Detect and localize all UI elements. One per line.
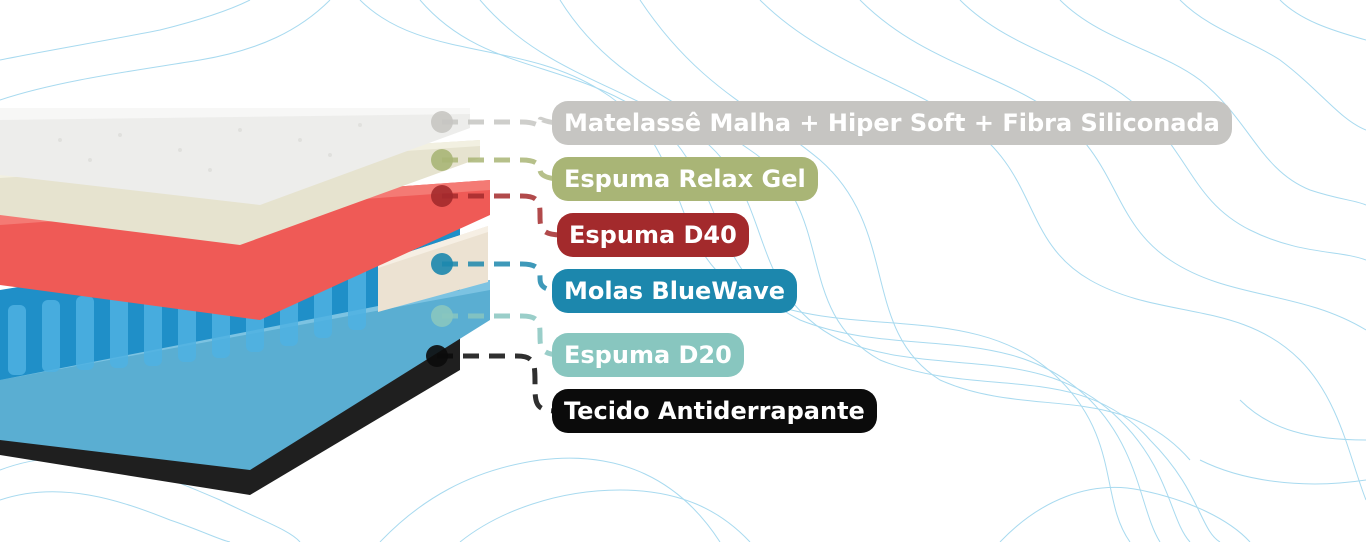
- connector-dot-bluewave: [431, 253, 453, 275]
- connector-line-antiderrapante: [437, 353, 558, 414]
- connector-line-d40: [442, 193, 563, 238]
- connector-line-relax-gel: [442, 157, 563, 182]
- label-matelasse: Matelassê Malha + Hiper Soft + Fibra Sil…: [552, 101, 1232, 145]
- label-antiderrapante: Tecido Antiderrapante: [552, 389, 877, 433]
- layer-d20-shape: [0, 280, 490, 470]
- layer-matelasse-shape: [0, 108, 470, 205]
- connector-line-bluewave: [442, 261, 563, 294]
- connector-dot-relax-gel: [431, 149, 453, 171]
- label-d40: Espuma D40: [557, 213, 749, 257]
- connector-dot-matelasse: [431, 111, 453, 133]
- connector-dot-antiderrapante: [426, 345, 448, 367]
- label-relax-gel: Espuma Relax Gel: [552, 157, 818, 201]
- connector-line-matelasse: [442, 116, 563, 129]
- connector-dot-d20: [431, 305, 453, 327]
- connector-dot-d40: [431, 185, 453, 207]
- label-d20: Espuma D20: [552, 333, 744, 377]
- label-bluewave: Molas BlueWave: [552, 269, 798, 313]
- connector-line-d20: [442, 313, 563, 358]
